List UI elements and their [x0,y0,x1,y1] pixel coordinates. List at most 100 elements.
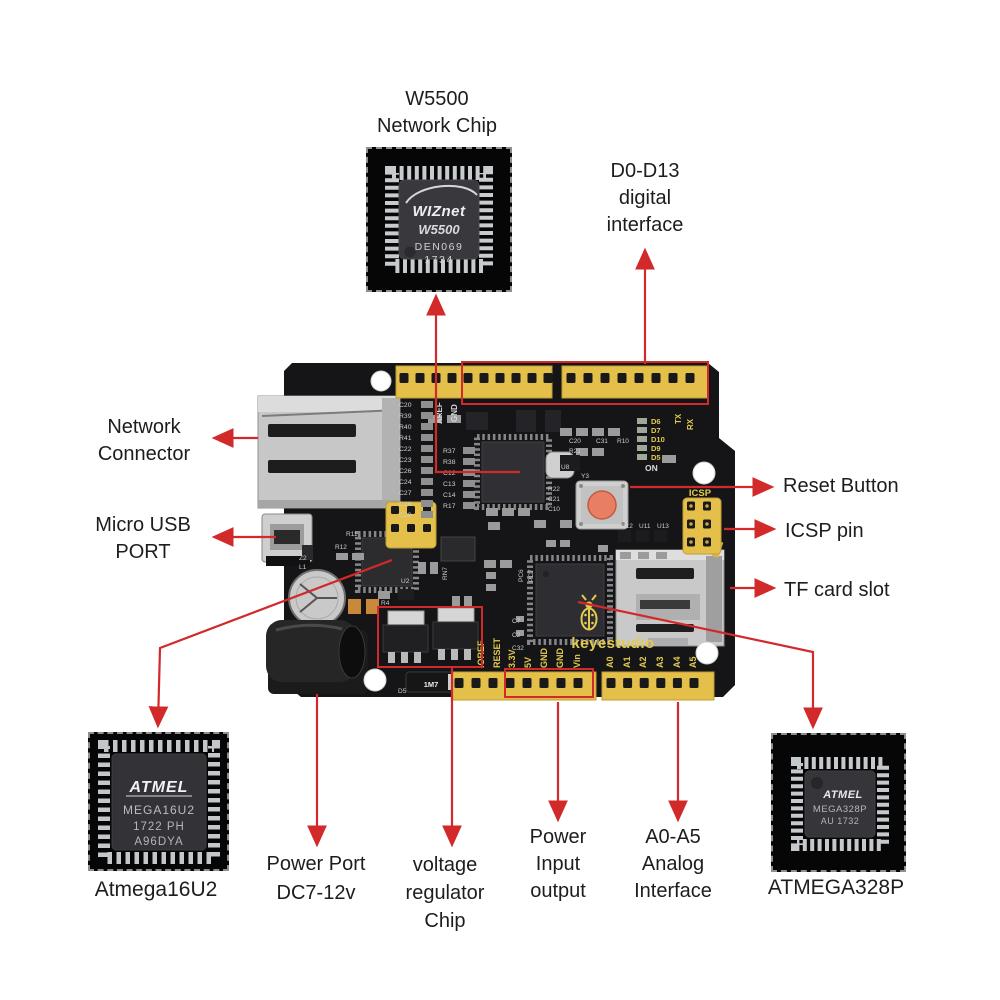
callout-line: Network Chip [376,115,498,137]
passive-component [576,448,588,456]
passive-component [421,434,433,441]
passive-component [421,489,433,496]
pin-label: A4 [672,656,682,668]
callout-line: Power Port [266,853,366,875]
callout-line: Interface [634,880,712,902]
refdes: RN7 [442,567,449,580]
refdes: C20 [569,438,581,445]
header-pin-holes [391,373,711,688]
passive-component [378,591,390,599]
pin-hole [583,373,593,383]
passive-component [463,502,475,509]
pin-hole [539,678,549,688]
pin-hole [651,373,661,383]
tqfp-pins [791,757,889,851]
refdes: C12 [443,470,456,477]
chip-model: MEGA328P [813,804,867,815]
pin-hole [617,373,627,383]
led [637,454,647,460]
passive-component [463,447,475,454]
led-label: D5 [651,453,661,462]
led-label: D6 [651,417,661,426]
refdes: C26 [399,468,412,475]
pin-label: A3 [655,656,665,668]
pin-hole [407,506,415,514]
pin-hole [505,678,515,688]
on-silk-label: ON [645,463,658,473]
refdes: C13 [443,481,456,488]
passive-component [638,552,649,559]
pin-hole [471,678,481,688]
callout-power-input-output: Power Input output [530,824,587,905]
callout-analog-interface: A0-A5 Analog Interface [634,824,712,905]
passive-component [534,520,546,528]
refdes: C27 [399,490,412,497]
callout-line: regulator [405,882,485,904]
passive-component [421,423,433,430]
refdes: C22 [399,446,412,453]
passive-component [500,560,512,568]
chip-code: DEN069 [415,241,464,253]
pin-hole [573,678,583,688]
refdes: C24 [399,479,412,486]
pin-hole [407,524,415,532]
w5500-chip-body [398,179,480,260]
callout-line: Micro USB [95,514,191,536]
callout-line: Power [529,826,587,848]
passive-component [421,412,433,419]
passive-component [447,415,461,423]
wiznet-swoosh-icon [405,184,478,204]
callout-line: interface [606,214,684,236]
icsp-pin [689,522,693,526]
pin-hole [463,373,473,383]
pin-label: A1 [622,656,632,668]
callout-line: DC7-12v [276,882,356,904]
pin-label: 5V [523,657,533,668]
chip-brand: ATMEL [129,779,189,796]
passive-component [598,545,608,552]
passive-component [560,455,580,471]
passive-component [421,401,433,408]
pin-label: RX [686,418,695,430]
refdes: Z2 [299,555,307,562]
passive-component [430,562,438,574]
icsp-silk-label: ICSP [689,488,712,499]
passive-component [464,596,472,608]
pin-hole [606,678,616,688]
passive-component [545,410,561,432]
passive-component [618,530,631,542]
refdes: R4 [381,600,390,607]
passive-component [560,540,570,547]
passive-component [421,467,433,474]
passive-component [654,530,667,542]
passive-component [452,596,460,608]
atmega328p-chip-body [804,770,876,838]
callout-line: D0-D13 [610,160,680,182]
callout-w5500-title: W5500 Network Chip [377,86,497,140]
passive-component [421,478,433,485]
inset-w5500-photo: WIZnet W5500 DEN069 1734 [366,147,512,292]
diode-marking: 1M7 [424,680,439,689]
refdes: U8 [561,464,570,471]
chip-model: MEGA16U2 [123,803,195,817]
chip-model: W5500 [418,222,460,237]
passive-component [366,599,379,614]
refdes: C14 [443,492,456,499]
atmega328p-chip [527,555,613,645]
refdes: C10 [548,506,560,513]
refdes: C7 [512,618,521,625]
pin-hole [447,373,457,383]
refdes: C21 [548,496,560,503]
pin-hole [685,373,695,383]
callout-tf-card-slot: TF card slot [784,579,890,601]
icsp-pin [705,540,709,544]
passive-component [662,455,676,463]
pin-hole [600,373,610,383]
refdes: U11 [639,523,651,530]
annotation-box-digital-header [461,361,709,405]
inset-atmega328p-photo: ATMEL MEGA328P AU 1732 [771,733,906,872]
passive-component [463,491,475,498]
qfp-pins [385,166,493,273]
pin-hole [454,678,464,688]
refdes: R39 [399,413,412,420]
